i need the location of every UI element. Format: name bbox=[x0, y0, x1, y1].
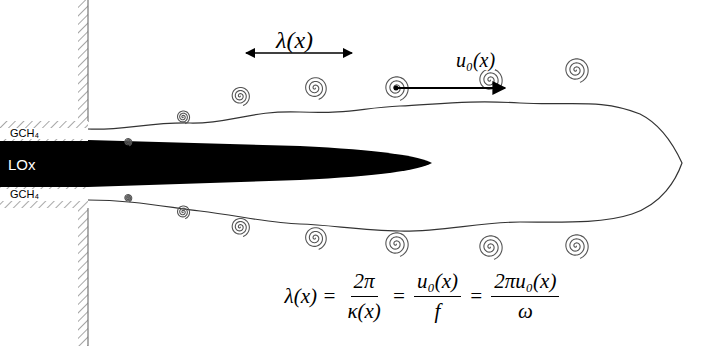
vortex-spiral bbox=[178, 111, 190, 124]
numerator: 2π bbox=[351, 269, 378, 297]
vortex-spiral bbox=[125, 139, 132, 146]
fraction: u₀(x)f bbox=[414, 269, 461, 324]
vortex-spiral bbox=[232, 218, 249, 236]
wall bbox=[78, 208, 88, 346]
node-label: LOx bbox=[8, 157, 36, 172]
fraction: 2πκ(x) bbox=[344, 269, 383, 324]
vortex-spiral bbox=[306, 228, 327, 250]
fraction: 2πu₀(x)ω bbox=[491, 269, 559, 324]
wavelength-arrow bbox=[246, 52, 352, 54]
velocity-label: u₀(x) bbox=[456, 50, 495, 70]
lox-jet: LOx bbox=[0, 141, 88, 187]
vortex-spiral bbox=[306, 78, 327, 100]
vortex-spiral bbox=[178, 206, 190, 219]
wall bbox=[78, 0, 88, 122]
vortex-spiral bbox=[480, 236, 502, 260]
wall bbox=[0, 201, 88, 208]
denominator: f bbox=[432, 297, 444, 324]
gas-channel: GCH₄ bbox=[4, 128, 88, 139]
vortex-spiral bbox=[566, 235, 588, 259]
denominator: κ(x) bbox=[344, 297, 383, 324]
vortex-spiral bbox=[566, 59, 588, 83]
vortex-spiral bbox=[386, 233, 408, 257]
numerator: 2πu₀(x) bbox=[491, 269, 559, 297]
formula-term: = bbox=[392, 284, 406, 309]
wavelength-label: λ(x) bbox=[276, 28, 313, 52]
velocity-arrow bbox=[396, 87, 505, 89]
gas-channel: GCH₄ bbox=[4, 189, 88, 200]
node-label: GCH₄ bbox=[10, 128, 39, 139]
vortex-spirals bbox=[125, 59, 588, 260]
node-label: GCH₄ bbox=[10, 189, 39, 200]
wall bbox=[0, 121, 88, 128]
formula-term: = bbox=[469, 284, 483, 309]
flame-outline bbox=[88, 102, 682, 231]
formula-term: λ(x) = bbox=[285, 284, 337, 309]
denominator: ω bbox=[515, 297, 536, 324]
vortex-spiral bbox=[232, 87, 249, 105]
formula: λ(x) =2πκ(x)=u₀(x)f=2πu₀(x)ω bbox=[281, 269, 564, 324]
lox-jet bbox=[88, 140, 432, 187]
vortex-spiral bbox=[125, 195, 132, 202]
numerator: u₀(x) bbox=[414, 269, 461, 297]
